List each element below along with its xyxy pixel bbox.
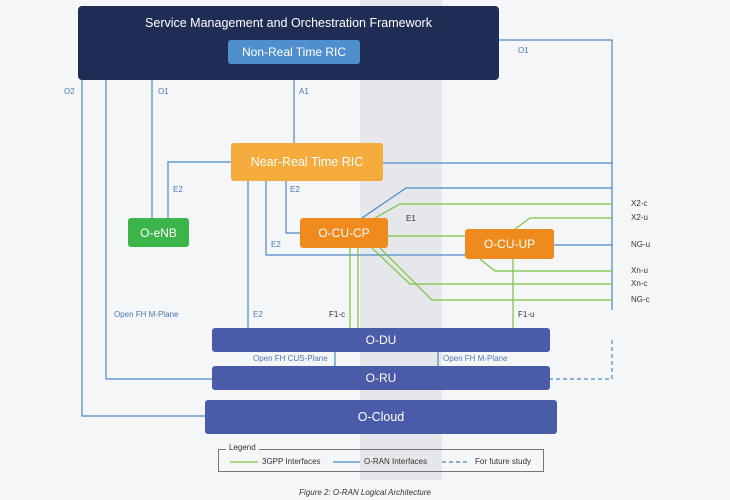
o-du-label: O-DU bbox=[365, 333, 397, 347]
figure-caption: Figure 2: O-RAN Logical Architecture bbox=[299, 488, 431, 497]
o-ru-label: O-RU bbox=[365, 371, 397, 385]
legend-title: Legend bbox=[226, 443, 259, 452]
non-rt-ric-label: Non-Real Time RIC bbox=[241, 45, 347, 59]
x2-c-label: X2-c bbox=[631, 199, 648, 208]
o-cu-cp: O-CU-CP bbox=[300, 218, 388, 248]
xn-u-label: Xn-u bbox=[631, 266, 648, 275]
open-fh-cus-plane-label: Open FH CUS-Plane bbox=[253, 354, 328, 363]
smo-label: Service Management and Orchestration Fra… bbox=[145, 16, 432, 30]
o-ru: O-RU bbox=[212, 366, 550, 390]
e2-cucp-label: E2 bbox=[290, 185, 300, 194]
o-enb-label: O-eNB bbox=[140, 225, 177, 240]
ng-c-label: NG-c bbox=[631, 295, 650, 304]
a1-label: A1 bbox=[299, 87, 309, 96]
open-fh-m-plane-left-label: Open FH M-Plane bbox=[114, 310, 179, 319]
smo-framework: Service Management and Orchestration Fra… bbox=[78, 6, 499, 80]
o-cu-cp-label: O-CU-CP bbox=[318, 226, 370, 240]
xn-c-label: Xn-c bbox=[631, 279, 648, 288]
o1-left-label: O1 bbox=[158, 87, 169, 96]
legend-oran-label: O-RAN Interfaces bbox=[364, 457, 428, 466]
near-rt-ric-label: Near-Real Time RIC bbox=[250, 155, 364, 169]
f1-c-label: F1-c bbox=[329, 310, 345, 319]
o2-label: O2 bbox=[64, 87, 75, 96]
e2-cuup-label: E2 bbox=[271, 240, 281, 249]
ng-u-label: NG-u bbox=[631, 240, 651, 249]
near-rt-ric: Near-Real Time RIC bbox=[231, 143, 383, 181]
o-cu-up-label: O-CU-UP bbox=[483, 237, 536, 251]
e2-du-label: E2 bbox=[253, 310, 263, 319]
legend-future-label: For future study bbox=[475, 457, 532, 466]
x2-u-label: X2-u bbox=[631, 213, 648, 222]
e2-oenb-label: E2 bbox=[173, 185, 183, 194]
o-cu-up: O-CU-UP bbox=[465, 229, 554, 259]
o1-right-label: O1 bbox=[518, 46, 529, 55]
o-du: O-DU bbox=[212, 328, 550, 352]
e1-label: E1 bbox=[406, 214, 416, 223]
non-rt-ric: Non-Real Time RIC bbox=[228, 40, 360, 64]
o-cloud-label: O-Cloud bbox=[357, 410, 405, 424]
open-fh-m-plane-right-label: Open FH M-Plane bbox=[443, 354, 508, 363]
o-enb: O-eNB bbox=[128, 218, 189, 247]
legend bbox=[218, 449, 544, 472]
f1-u-label: F1-u bbox=[518, 310, 535, 319]
o-cloud: O-Cloud bbox=[205, 400, 557, 434]
legend-3gpp-label: 3GPP Interfaces bbox=[262, 457, 321, 466]
